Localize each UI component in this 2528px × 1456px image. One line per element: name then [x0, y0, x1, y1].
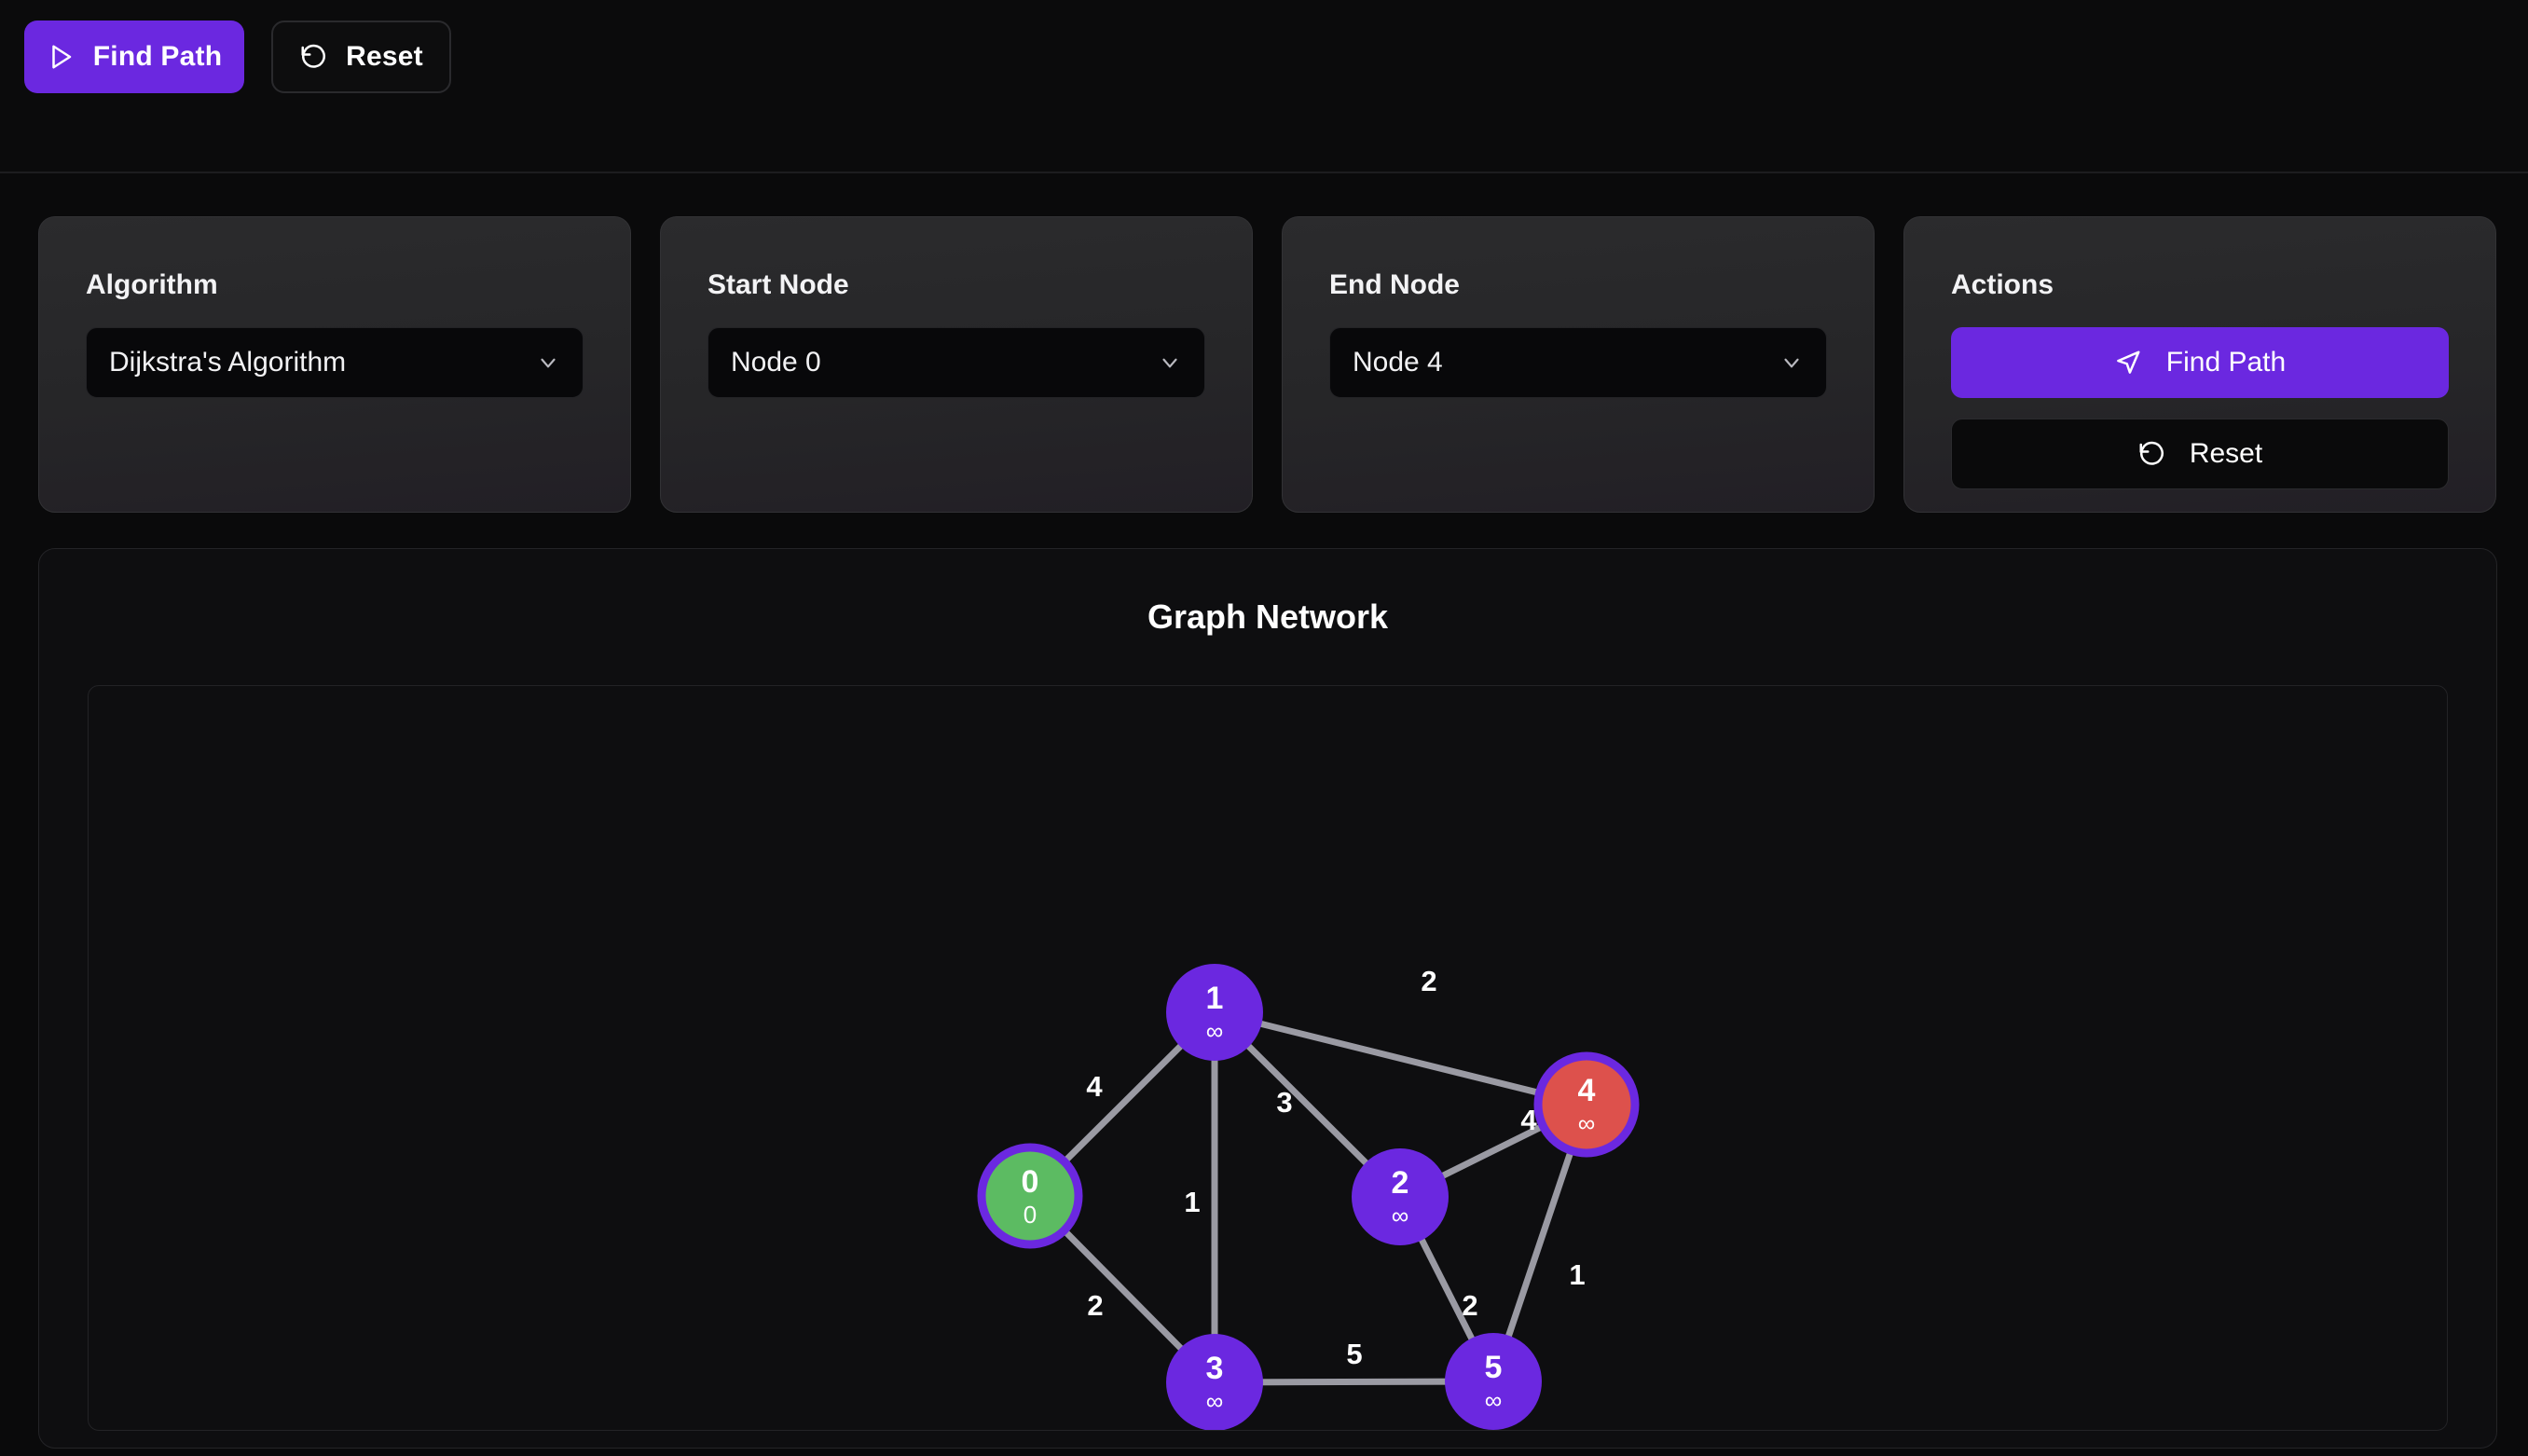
graph-node-label: 2	[1392, 1165, 1409, 1201]
rotate-ccw-icon	[299, 43, 327, 71]
graph-node-label: 1	[1206, 981, 1224, 1016]
actions-reset-label: Reset	[2189, 438, 2263, 469]
graph-node[interactable]: 1∞	[1166, 964, 1263, 1061]
graph-node-label: 3	[1206, 1351, 1224, 1386]
start-node-select-value: Node 0	[731, 347, 821, 378]
graph-edge-weight: 4	[1520, 1104, 1537, 1136]
actions-label: Actions	[1951, 269, 2054, 300]
graph-node-circle	[1166, 1334, 1263, 1430]
graph-node[interactable]: 3∞	[1166, 1334, 1263, 1431]
graph-node-distance: ∞	[1485, 1386, 1503, 1414]
graph-node-label: 4	[1578, 1073, 1596, 1108]
graph-node-circle	[1166, 964, 1263, 1061]
graph-node[interactable]: 2∞	[1352, 1148, 1449, 1245]
graph-edge-weight: 2	[1087, 1289, 1103, 1322]
actions-find-path-button[interactable]: Find Path	[1951, 327, 2449, 398]
end-node-select[interactable]: Node 4	[1329, 327, 1827, 398]
end-node-card: End Node Node 4	[1282, 216, 1875, 513]
end-node-label: End Node	[1329, 269, 1460, 300]
graph-edge-weight: 3	[1276, 1086, 1292, 1119]
toolbar-find-path-button[interactable]: Find Path	[24, 21, 244, 93]
graph-node-circle	[1352, 1148, 1449, 1245]
graph-edge-weight: 5	[1346, 1338, 1362, 1370]
actions-card: Actions Find Path Reset	[1903, 216, 2496, 513]
algorithm-select-value: Dijkstra's Algorithm	[109, 347, 347, 378]
graph-node-distance: ∞	[1578, 1109, 1596, 1137]
graph-node[interactable]: 00	[977, 1143, 1083, 1249]
algorithm-select[interactable]: Dijkstra's Algorithm	[86, 327, 584, 398]
toolbar-find-path-label: Find Path	[92, 41, 223, 72]
graph-edge	[1214, 1009, 1587, 1108]
graph-edge-weight: 1	[1184, 1186, 1200, 1218]
toolbar-reset-label: Reset	[346, 41, 423, 72]
toolbar-reset-button[interactable]: Reset	[271, 21, 451, 93]
graph-node[interactable]: 5∞	[1445, 1333, 1542, 1430]
start-node-select[interactable]: Node 0	[708, 327, 1205, 398]
navigation-arrow-icon	[2114, 349, 2142, 377]
algorithm-card: Algorithm Dijkstra's Algorithm	[38, 216, 631, 513]
graph-node-distance: ∞	[1206, 1017, 1224, 1045]
actions-reset-button[interactable]: Reset	[1951, 419, 2449, 489]
chevron-down-icon	[1158, 350, 1182, 375]
graph-node-circle	[1445, 1333, 1542, 1430]
start-node-card: Start Node Node 0	[660, 216, 1253, 513]
graph-edge-weight: 1	[1569, 1258, 1585, 1291]
start-node-label: Start Node	[708, 269, 849, 300]
end-node-select-value: Node 4	[1353, 347, 1443, 378]
graph-node-distance: ∞	[1392, 1202, 1409, 1229]
graph-edge-weight: 2	[1421, 965, 1436, 997]
graph-node-circle	[1533, 1051, 1640, 1158]
play-icon	[47, 43, 75, 71]
graph-node-distance: ∞	[1206, 1387, 1224, 1415]
actions-find-path-label: Find Path	[2165, 347, 2287, 378]
graph-node-distance: 0	[1024, 1201, 1037, 1229]
graph-node[interactable]: 4∞	[1533, 1051, 1640, 1158]
algorithm-label: Algorithm	[86, 269, 218, 300]
chevron-down-icon	[1779, 350, 1804, 375]
rotate-ccw-icon	[2137, 440, 2165, 468]
graph-node-circle	[977, 1143, 1083, 1249]
graph-node-label: 5	[1485, 1350, 1503, 1385]
graph-node-label: 0	[1022, 1164, 1039, 1200]
chevron-down-icon	[536, 350, 560, 375]
graph-network-title: Graph Network	[1147, 598, 1389, 636]
top-toolbar: Find Path Reset	[0, 0, 2528, 173]
graph-edge-weight: 4	[1086, 1070, 1103, 1103]
controls-row: Algorithm Dijkstra's Algorithm Start Nod…	[0, 216, 2528, 513]
graph-edge-weight: 2	[1462, 1289, 1477, 1322]
